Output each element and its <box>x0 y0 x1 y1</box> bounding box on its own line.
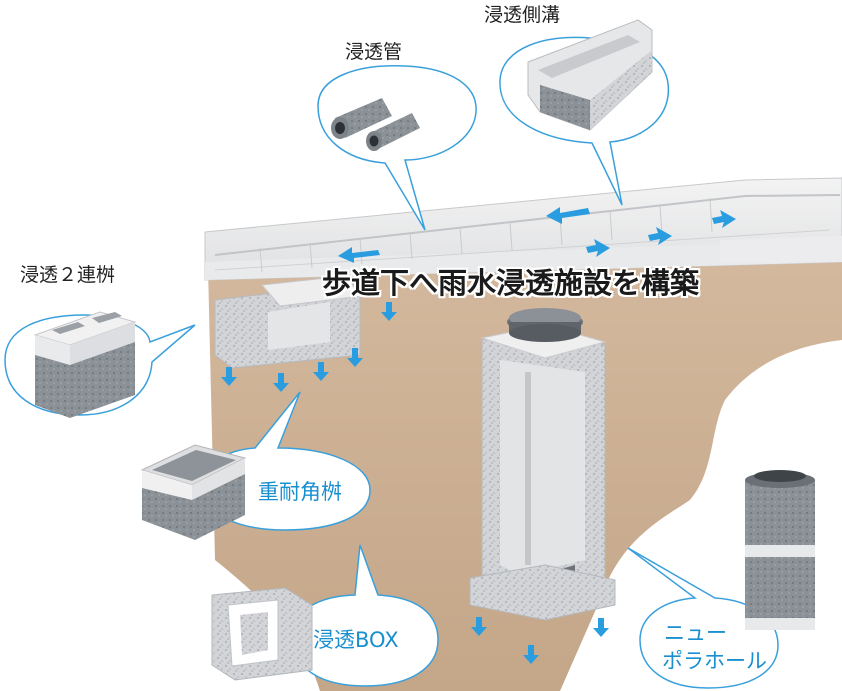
callout-pipe <box>317 65 477 231</box>
double-basin-product <box>33 311 137 418</box>
infiltration-arrows <box>221 302 609 664</box>
trench-block <box>214 275 363 369</box>
label-infiltration-side-ditch: 浸透側溝 <box>484 4 561 26</box>
infiltration-box-product <box>211 587 313 681</box>
label-heavy-duty-basin: 重耐角桝 <box>258 480 342 504</box>
label-infiltration-pipe: 浸透管 <box>345 41 403 63</box>
label-infiltration-double-basin: 浸透２連桝 <box>20 264 116 286</box>
callout-new-pora <box>627 547 779 689</box>
callout-box <box>291 544 439 687</box>
heavy-basin-product <box>140 444 247 540</box>
headline-caption: 歩道下へ雨水浸透施設を構築 <box>322 266 700 300</box>
manhole-shaft <box>469 308 616 621</box>
label-new-pora-line2: ポラホール <box>662 649 767 673</box>
new-pora-hole-product <box>745 470 815 630</box>
label-new-pora-line1: ニュー <box>664 621 727 645</box>
infiltration-pipe-product <box>331 98 420 151</box>
surface-flow-arrows <box>338 207 736 263</box>
label-infiltration-box: 浸透BOX <box>313 628 399 652</box>
side-ditch-product <box>527 19 653 131</box>
